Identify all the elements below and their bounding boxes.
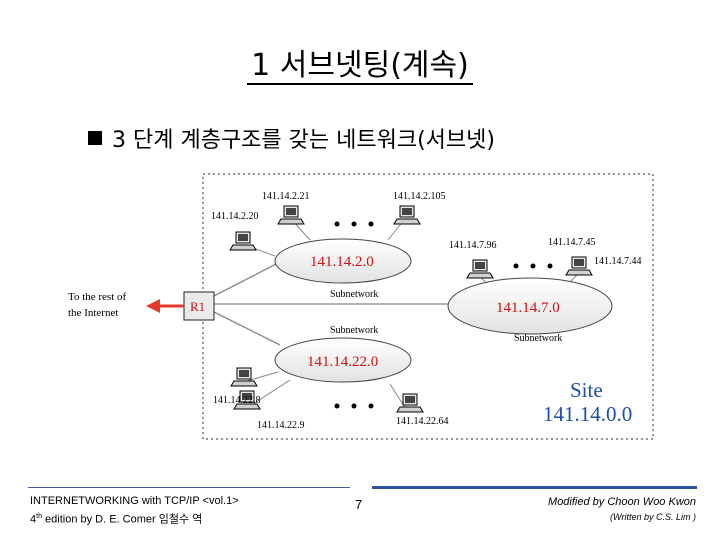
network-ellipse-2 (274, 238, 412, 284)
footer-credits: Modified by Choon Woo Kwon (Written by C… (548, 496, 696, 522)
host-label: 141.14.7.44 (594, 256, 642, 267)
host-label: 141.14.22.9 (257, 420, 305, 431)
left-arrow-icon (146, 299, 160, 313)
network-ellipse-22 (274, 337, 412, 383)
footer-written-by: (Written by C.S. Lim ) (609, 512, 696, 522)
more-hosts-dots (334, 221, 553, 409)
router-link-top (213, 261, 281, 297)
bullet-item: 3 단계 계층구조를 갖는 네트워크(서브넷) (88, 122, 495, 154)
footer-divider-right (372, 486, 697, 489)
site-label: Site (570, 378, 603, 402)
computer-icon (466, 259, 494, 279)
rest-of-internet-label-1: To the rest of (68, 291, 127, 303)
bullet-text: 3 단계 계층구조를 갖는 네트워크(서브넷) (112, 128, 495, 153)
slide-title: 1 서브넷팅(계속) (0, 40, 720, 85)
host-label: 141.14.2.20 (211, 211, 259, 222)
network-label-2: 141.14.2.0 (310, 254, 374, 270)
host-label: 141.14.22.64 (396, 416, 449, 427)
footer-source: INTERNETWORKING with TCP/IP <vol.1> 4th … (30, 494, 239, 528)
footer-divider-left (28, 487, 350, 488)
host-label: 141.14.7.45 (548, 237, 596, 248)
footer-modified-by: Modified by Choon Woo Kwon (548, 496, 696, 508)
footer-edition: 4th edition by D. E. Comer 임철수 역 (30, 513, 203, 526)
subnetwork-label-7: Subnetwork (514, 333, 562, 344)
router-label: R1 (190, 299, 205, 314)
computer-icon (230, 367, 258, 387)
computer-icon (229, 231, 257, 251)
router-link-bottom (213, 311, 281, 346)
host-label: 141.14.22.8 (213, 395, 261, 406)
site-address: 141.14.0.0 (543, 402, 632, 426)
host-label: 141.14.2.105 (393, 191, 446, 202)
page-number: 7 (355, 497, 363, 512)
network-label-7: 141.14.7.0 (496, 300, 560, 316)
subnetwork-label-22: Subnetwork (330, 325, 378, 336)
host-label: 141.14.2.21 (262, 191, 310, 202)
square-bullet-icon (88, 131, 102, 145)
host-label: 141.14.7.96 (449, 240, 497, 251)
computer-icon (565, 256, 593, 276)
rest-of-internet-label-2: the Internet (68, 307, 118, 319)
network-ellipse-7 (447, 277, 613, 335)
network-label-22: 141.14.22.0 (307, 354, 378, 370)
computer-icon (396, 393, 424, 413)
footer-book-title: INTERNETWORKING with TCP/IP <vol.1> (30, 495, 239, 507)
computer-icon (393, 205, 421, 225)
computer-icon (277, 205, 305, 225)
slide-title-text: 1 서브넷팅(계속) (247, 48, 473, 85)
site-boundary (202, 173, 654, 440)
subnetwork-label-2: Subnetwork (330, 289, 378, 300)
